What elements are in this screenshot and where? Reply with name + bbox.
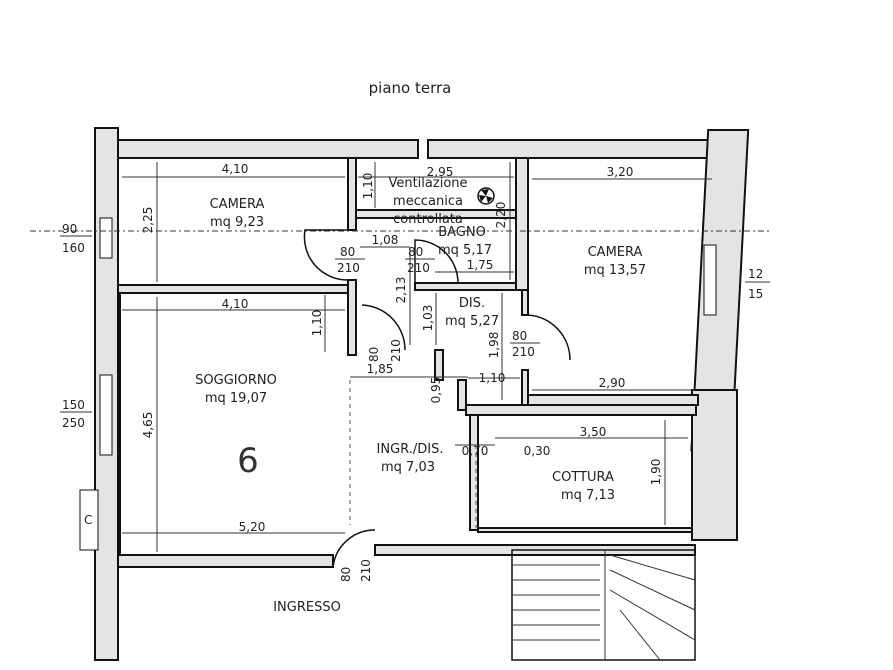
window-left-top: 90 160 bbox=[60, 217, 113, 259]
svg-text:mq 7,13: mq 7,13 bbox=[561, 488, 615, 503]
svg-text:0,95: 0,95 bbox=[429, 377, 443, 404]
svg-text:80: 80 bbox=[367, 347, 381, 362]
svg-text:controllata: controllata bbox=[393, 212, 463, 227]
door-bagno: 80 210 bbox=[405, 239, 459, 284]
svg-text:5,20: 5,20 bbox=[239, 520, 266, 534]
svg-text:210: 210 bbox=[389, 339, 403, 362]
svg-text:80: 80 bbox=[339, 567, 353, 582]
svg-text:meccanica: meccanica bbox=[393, 194, 463, 209]
svg-text:4,65: 4,65 bbox=[141, 412, 155, 439]
door-entrance: 80 210 bbox=[332, 529, 376, 582]
svg-text:mq 19,07: mq 19,07 bbox=[205, 391, 267, 406]
room-dis: 1,03 1,98 DIS. mq 5,27 1,10 bbox=[421, 293, 520, 400]
svg-text:80: 80 bbox=[340, 245, 355, 259]
fan-icon bbox=[477, 187, 495, 205]
svg-text:15: 15 bbox=[748, 287, 763, 301]
svg-text:4,10: 4,10 bbox=[222, 162, 249, 176]
svg-text:1,85: 1,85 bbox=[367, 362, 394, 376]
room-cottura: 3,50 0,30 1,90 COTTURA mq 7,13 bbox=[495, 420, 688, 525]
svg-text:210: 210 bbox=[337, 261, 360, 275]
svg-text:150: 150 bbox=[62, 398, 85, 412]
room-ingr-dis: 1,85 0,95 INGR./DIS. mq 7,03 0,70 bbox=[349, 362, 495, 528]
svg-text:COTTURA: COTTURA bbox=[552, 470, 614, 485]
svg-text:2,13: 2,13 bbox=[394, 277, 408, 304]
svg-text:mq 9,23: mq 9,23 bbox=[210, 215, 264, 230]
svg-text:2,20: 2,20 bbox=[494, 202, 508, 229]
svg-text:3,50: 3,50 bbox=[580, 425, 607, 439]
svg-text:210: 210 bbox=[407, 261, 430, 275]
svg-text:210: 210 bbox=[359, 559, 373, 582]
svg-text:2,95: 2,95 bbox=[427, 165, 454, 179]
door-camera-right: 80 210 bbox=[510, 314, 571, 361]
door-camera-left: 80 210 bbox=[303, 229, 365, 281]
unit-number: 6 bbox=[237, 441, 259, 481]
svg-text:4,10: 4,10 bbox=[222, 297, 249, 311]
svg-text:2,25: 2,25 bbox=[141, 207, 155, 234]
window-right: 12 15 bbox=[703, 244, 770, 316]
svg-text:12: 12 bbox=[748, 267, 763, 281]
svg-text:mq 7,03: mq 7,03 bbox=[381, 460, 435, 475]
svg-text:mq 13,57: mq 13,57 bbox=[584, 263, 646, 278]
svg-text:160: 160 bbox=[62, 241, 85, 255]
svg-text:90: 90 bbox=[62, 222, 77, 236]
svg-text:1,90: 1,90 bbox=[649, 459, 663, 486]
staircase bbox=[511, 549, 696, 661]
svg-text:0,70: 0,70 bbox=[462, 444, 489, 458]
svg-text:80: 80 bbox=[408, 245, 423, 259]
corridor-dimensions: 1,08 2,13 bbox=[360, 233, 411, 345]
walls bbox=[94, 127, 750, 661]
door-soggiorno: 80 210 bbox=[361, 304, 406, 362]
svg-text:1,10: 1,10 bbox=[310, 310, 324, 337]
svg-text:3,20: 3,20 bbox=[607, 165, 634, 179]
svg-text:C: C bbox=[84, 513, 92, 527]
svg-text:BAGNO: BAGNO bbox=[438, 225, 486, 240]
svg-text:CAMERA: CAMERA bbox=[588, 245, 643, 260]
svg-text:1,10: 1,10 bbox=[479, 371, 506, 385]
svg-text:CAMERA: CAMERA bbox=[210, 197, 265, 212]
svg-text:0,30: 0,30 bbox=[524, 444, 551, 458]
room-ingresso: INGRESSO bbox=[273, 600, 341, 615]
svg-text:1,75: 1,75 bbox=[467, 258, 494, 272]
svg-text:210: 210 bbox=[512, 345, 535, 359]
svg-text:INGRESSO: INGRESSO bbox=[273, 600, 341, 615]
svg-text:250: 250 bbox=[62, 416, 85, 430]
svg-text:INGR./DIS.: INGR./DIS. bbox=[377, 442, 444, 457]
svg-text:80: 80 bbox=[512, 329, 527, 343]
svg-text:1,10: 1,10 bbox=[361, 173, 375, 200]
room-bagno: 2,95 1,10 2,20 Ventilazione meccanica co… bbox=[358, 162, 514, 280]
svg-text:SOGGIORNO: SOGGIORNO bbox=[195, 373, 277, 388]
c-box: C bbox=[79, 489, 99, 551]
svg-text:DIS.: DIS. bbox=[459, 296, 485, 311]
plan-title: piano terra bbox=[369, 79, 452, 97]
svg-text:1,98: 1,98 bbox=[487, 332, 501, 359]
svg-text:2,90: 2,90 bbox=[599, 376, 626, 390]
svg-text:mq 5,27: mq 5,27 bbox=[445, 314, 499, 329]
svg-text:mq 5,17: mq 5,17 bbox=[438, 243, 492, 258]
svg-text:Ventilazione: Ventilazione bbox=[388, 176, 467, 191]
svg-text:1,03: 1,03 bbox=[421, 305, 435, 332]
room-camera-left: 4,10 2,25 CAMERA mq 9,23 bbox=[122, 162, 345, 282]
window-left-mid: 150 250 bbox=[60, 374, 113, 456]
room-camera-right: 3,20 CAMERA mq 13,57 2,90 bbox=[532, 165, 712, 391]
svg-text:1,08: 1,08 bbox=[372, 233, 399, 247]
room-soggiorno: 4,10 1,10 4,65 SOGGIORNO mq 19,07 6 5,20 bbox=[122, 295, 345, 552]
